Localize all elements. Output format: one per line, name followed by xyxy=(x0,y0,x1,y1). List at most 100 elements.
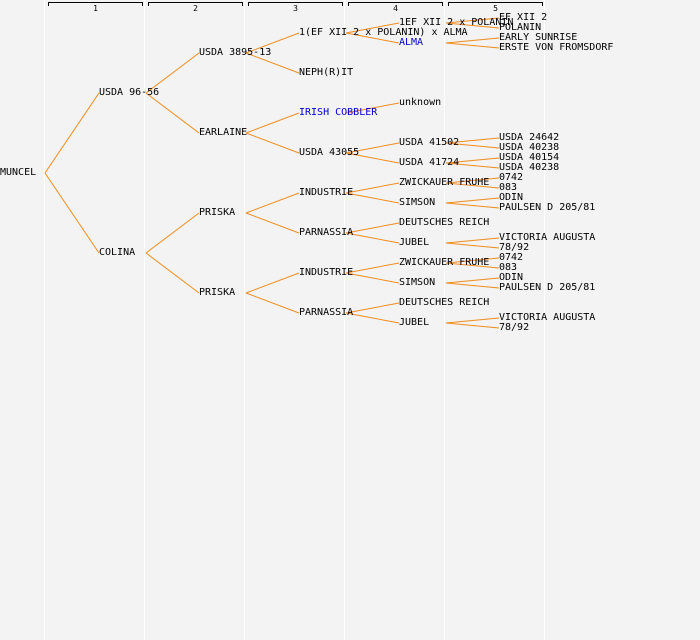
pedigree-node: ZWICKAUER FRUHE xyxy=(399,177,490,188)
pedigree-link-line xyxy=(445,317,500,324)
pedigree-link-line xyxy=(345,32,400,44)
pedigree-link-line xyxy=(445,177,500,184)
pedigree-link-line xyxy=(145,92,200,134)
pedigree-node: JUBEL xyxy=(399,317,430,328)
pedigree-node: 78/92 xyxy=(499,242,530,253)
pedigree-link-line xyxy=(245,32,300,54)
pedigree-node: NEPH(R)IT xyxy=(299,67,354,78)
pedigree-link-line xyxy=(445,322,500,329)
pedigree-node: INDUSTRIE xyxy=(299,187,354,198)
pedigree-link-line xyxy=(345,232,400,244)
pedigree-node: 0742 xyxy=(499,252,524,263)
pedigree-link-line xyxy=(345,142,400,154)
pedigree-node: PRISKA xyxy=(199,287,236,298)
pedigree-node: SIMSON xyxy=(399,277,436,288)
pedigree-root: MUNCEL xyxy=(0,167,37,178)
pedigree-link-line xyxy=(345,182,400,194)
pedigree-node: USDA 41502 xyxy=(399,137,460,148)
pedigree-link-line xyxy=(445,142,500,149)
pedigree-link-line xyxy=(245,272,300,294)
column-separator xyxy=(244,0,245,640)
pedigree-node: 1EF XII 2 x POLANIN xyxy=(399,17,514,28)
pedigree-node: ERSTE VON FROMSDORF xyxy=(499,42,614,53)
pedigree-link-line xyxy=(445,182,500,189)
pedigree-node: INDUSTRIE xyxy=(299,267,354,278)
pedigree-node: ZWICKAUER FRUHE xyxy=(399,257,490,268)
pedigree-link-line xyxy=(345,22,400,34)
pedigree-link-line xyxy=(445,17,500,24)
pedigree-node: PAULSEN D 205/81 xyxy=(499,202,596,213)
pedigree-link-line xyxy=(345,192,400,204)
pedigree-node: ODIN xyxy=(499,192,524,203)
pedigree-node: 1(EF XII 2 x POLANIN) x ALMA xyxy=(299,27,468,38)
pedigree-node: USDA 40154 xyxy=(499,152,560,163)
pedigree-link-line xyxy=(445,22,500,29)
pedigree-node: PAULSEN D 205/81 xyxy=(499,282,596,293)
pedigree-link-line xyxy=(345,222,400,234)
pedigree-node: DEUTSCHES REICH xyxy=(399,217,490,228)
column-header: 4 xyxy=(348,2,443,13)
pedigree-node: COLINA xyxy=(99,247,136,258)
column-number: 3 xyxy=(293,4,298,13)
pedigree-link-line xyxy=(345,262,400,274)
pedigree-link-line xyxy=(245,52,300,74)
column-number: 2 xyxy=(193,4,198,13)
pedigree-node: PARNASSIA xyxy=(299,307,354,318)
pedigree-link-line xyxy=(245,192,300,214)
pedigree-link-line xyxy=(445,202,500,209)
pedigree-link-line xyxy=(445,197,500,204)
column-separator xyxy=(544,0,545,640)
pedigree-node: VICTORIA AUGUSTA xyxy=(499,232,596,243)
pedigree-link-line xyxy=(345,302,400,314)
pedigree-node: POLANIN xyxy=(499,22,542,33)
pedigree-node: DEUTSCHES REICH xyxy=(399,297,490,308)
pedigree-link-line xyxy=(345,102,400,114)
pedigree-link-line xyxy=(44,92,100,174)
pedigree-node: EARLY SUNRISE xyxy=(499,32,578,43)
pedigree-node: USDA 41724 xyxy=(399,157,460,168)
pedigree-node[interactable]: IRISH COBBLER xyxy=(299,107,378,118)
pedigree-node: SIMSON xyxy=(399,197,436,208)
pedigree-link-line xyxy=(245,112,300,134)
pedigree-link-line xyxy=(44,172,100,254)
column-header: 5 xyxy=(448,2,543,13)
pedigree-node: unknown xyxy=(399,97,442,108)
pedigree-node: JUBEL xyxy=(399,237,430,248)
pedigree-node: 0742 xyxy=(499,172,524,183)
pedigree-link-line xyxy=(445,257,500,264)
pedigree-node: ODIN xyxy=(499,272,524,283)
pedigree-node: USDA 43055 xyxy=(299,147,360,158)
column-header: 1 xyxy=(48,2,143,13)
column-separator xyxy=(444,0,445,640)
pedigree-node: USDA 40238 xyxy=(499,142,560,153)
pedigree-node: USDA 40238 xyxy=(499,162,560,173)
pedigree-link-line xyxy=(345,312,400,324)
column-number: 4 xyxy=(393,4,398,13)
pedigree-link-line xyxy=(245,292,300,314)
pedigree-link-line xyxy=(145,212,200,254)
column-separator xyxy=(44,0,45,640)
pedigree-link-line xyxy=(445,277,500,284)
column-header: 3 xyxy=(248,2,343,13)
pedigree-link-line xyxy=(445,237,500,244)
pedigree-link-line xyxy=(145,252,200,294)
pedigree-link-line xyxy=(145,52,200,94)
pedigree-link-line xyxy=(445,242,500,249)
pedigree-link-line xyxy=(345,272,400,284)
pedigree-node: PRISKA xyxy=(199,207,236,218)
pedigree-node: USDA 96-56 xyxy=(99,87,160,98)
pedigree-node: 083 xyxy=(499,182,518,193)
column-number: 1 xyxy=(93,4,98,13)
pedigree-node: EARLAINE xyxy=(199,127,248,138)
pedigree-node: USDA 24642 xyxy=(499,132,560,143)
pedigree-link-line xyxy=(245,212,300,234)
pedigree-node: 78/92 xyxy=(499,322,530,333)
pedigree-link-line xyxy=(445,262,500,269)
pedigree-link-line xyxy=(445,157,500,164)
pedigree-node[interactable]: ALMA xyxy=(399,37,424,48)
column-header: 2 xyxy=(148,2,243,13)
pedigree-link-line xyxy=(345,152,400,164)
column-number: 5 xyxy=(493,4,498,13)
pedigree-node: USDA 3895-13 xyxy=(199,47,272,58)
